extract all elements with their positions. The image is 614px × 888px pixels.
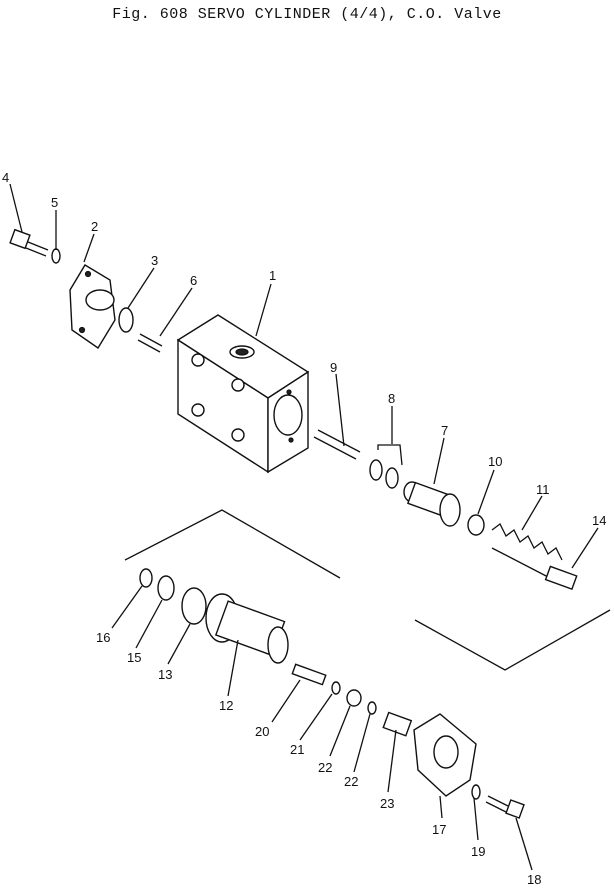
bolt-part — [9, 228, 49, 257]
nut-part — [346, 689, 362, 707]
washer-a-part — [331, 681, 341, 695]
callout-4: 4 — [2, 170, 9, 185]
cap-part — [467, 514, 485, 536]
callout-15: 15 — [127, 650, 141, 665]
callout-3: 3 — [151, 253, 158, 268]
flange-lower-part — [413, 713, 477, 797]
callout-22b: 22 — [344, 774, 358, 789]
bushing-part — [382, 711, 413, 737]
assembly-group-outline — [124, 509, 611, 671]
figure-title: Fig. 608 SERVO CYLINDER (4/4), C.O. Valv… — [112, 6, 502, 23]
washer-lower-part — [471, 784, 481, 800]
callout-5: 5 — [51, 195, 58, 210]
flange-part — [69, 264, 116, 349]
callout-16: 16 — [96, 630, 110, 645]
o-ring-large-part — [181, 587, 207, 625]
callout-1: 1 — [269, 268, 276, 283]
callout-20: 20 — [255, 724, 269, 739]
spool-part — [403, 481, 461, 527]
pin-part — [137, 333, 163, 353]
callout-18: 18 — [527, 872, 541, 887]
spring-part — [491, 523, 563, 579]
callout-14: 14 — [592, 513, 606, 528]
piston-part — [205, 593, 289, 664]
bolt-lower-part — [485, 795, 525, 819]
valve-body-part — [176, 314, 310, 474]
plug-part — [544, 565, 578, 591]
callout-12: 12 — [219, 698, 233, 713]
o-ring-pair-part — [369, 444, 403, 489]
callout-19: 19 — [471, 844, 485, 859]
washer-b-part — [367, 701, 377, 715]
callout-9: 9 — [330, 360, 337, 375]
leader-lines — [9, 183, 599, 871]
callout-11: 11 — [536, 482, 550, 497]
callout-23: 23 — [380, 796, 394, 811]
callout-13: 13 — [158, 667, 172, 682]
callout-2: 2 — [91, 219, 98, 234]
sleeve-part — [157, 575, 175, 601]
o-ring-small-part — [139, 568, 153, 588]
washer-part — [51, 248, 61, 264]
o-ring-part — [118, 307, 134, 333]
set-screw-part — [291, 663, 327, 686]
callout-21: 22 — [318, 760, 332, 775]
callout-22a: 21 — [290, 742, 304, 757]
callout-10: 10 — [488, 454, 502, 469]
callout-7: 7 — [441, 423, 448, 438]
stud-part — [313, 429, 361, 460]
callout-17: 17 — [432, 822, 446, 837]
callout-8: 8 — [388, 391, 395, 406]
callout-6: 6 — [190, 273, 197, 288]
